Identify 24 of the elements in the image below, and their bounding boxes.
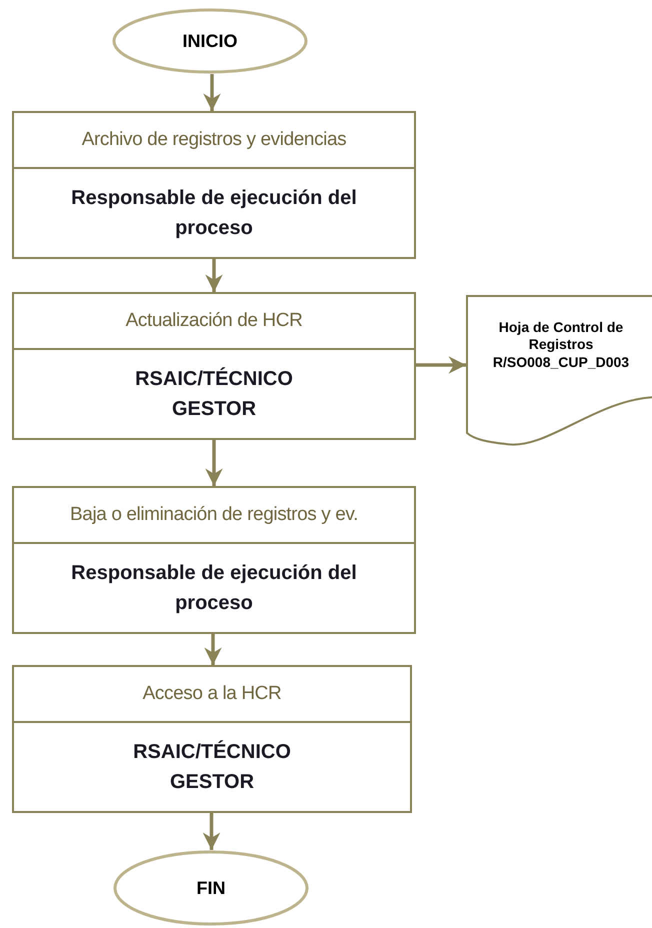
arrow <box>204 634 222 665</box>
terminator-label: INICIO <box>182 30 238 52</box>
responsible-text: Responsable de ejecución del proceso <box>70 561 358 616</box>
responsible-text: Responsable de ejecución del proceso <box>70 186 358 241</box>
responsible-text: RSAIC/TÉCNICO GESTOR <box>134 366 294 422</box>
arrow <box>205 440 223 486</box>
step-title: Archivo de registros y evidencias <box>82 129 346 151</box>
arrow <box>202 813 220 850</box>
arrow <box>416 356 466 374</box>
step-title: Acceso a la HCR <box>142 683 282 705</box>
arrow <box>205 259 223 292</box>
terminator-label: FIN <box>196 876 226 900</box>
process-box <box>12 665 412 813</box>
step-title: Baja o eliminación de registros y ev. <box>70 504 358 526</box>
step-title: Actualización de HCR <box>126 310 302 332</box>
responsible-text: RSAIC/TÉCNICO GESTOR <box>132 739 292 795</box>
process-box <box>12 292 416 440</box>
terminator-ellipse <box>113 850 309 926</box>
arrow <box>203 74 221 111</box>
document-label: Hoja de Control de Registros R/SO008_CUP_D003 <box>492 318 630 372</box>
terminator-ellipse <box>112 8 308 74</box>
process-box <box>12 111 416 259</box>
document-shape <box>466 295 652 445</box>
process-box <box>12 486 416 634</box>
